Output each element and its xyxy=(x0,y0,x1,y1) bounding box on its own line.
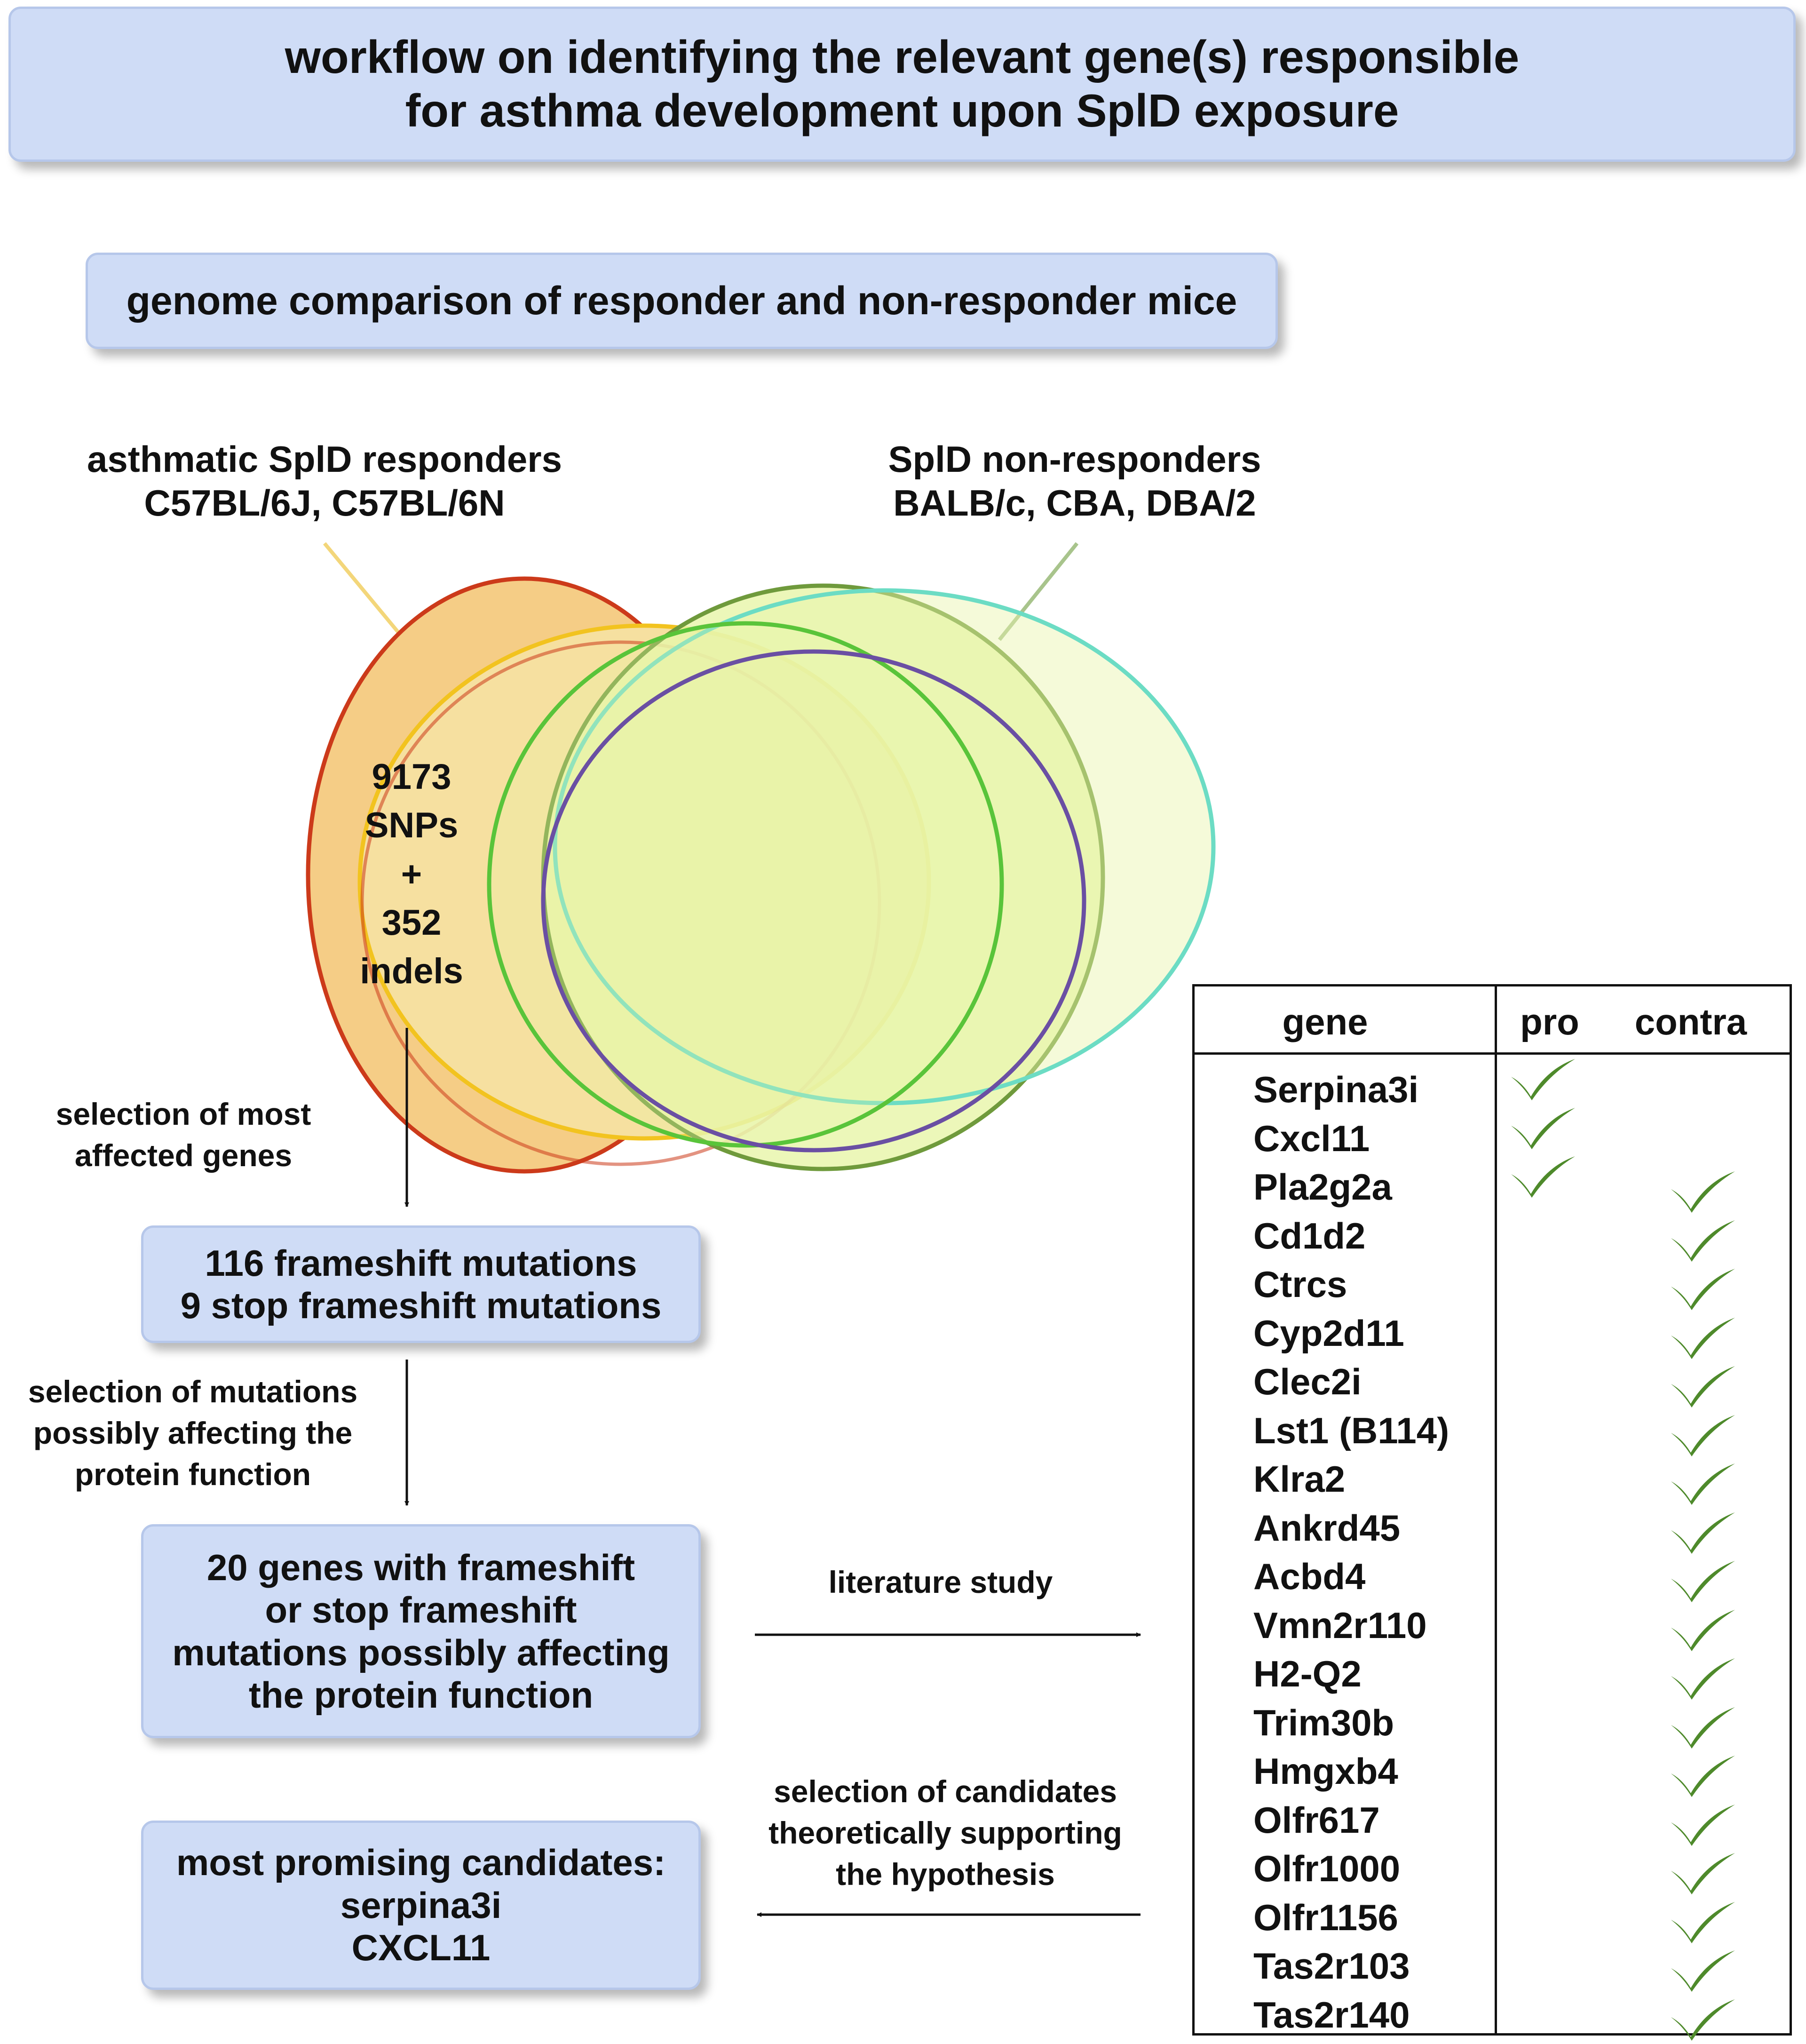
gene-row: Pla2g2a xyxy=(1253,1166,1392,1208)
contra-check-icon xyxy=(1667,1510,1738,1555)
title-box: workflow on identifying the relevant gen… xyxy=(8,7,1796,162)
genes20-line-3: mutations possibly affecting xyxy=(172,1631,670,1673)
step-selection-genes-line-2: affected genes xyxy=(74,1137,293,1173)
snp-word: SNPs xyxy=(364,805,459,846)
contra-check-icon xyxy=(1667,1217,1738,1263)
contra-check-icon xyxy=(1667,1363,1738,1408)
responders-strains: C57BL/6J, C57BL/6N xyxy=(144,482,505,524)
step-selection-mutations-line-2: possibly affecting the xyxy=(33,1415,353,1450)
candidates-line-2: serpina3i xyxy=(340,1884,502,1926)
contra-check-icon xyxy=(1667,1412,1738,1457)
step-selection-mutations: selection of mutations possibly affectin… xyxy=(0,1371,386,1495)
gene-row: Serpina3i xyxy=(1253,1069,1419,1110)
contra-check-icon xyxy=(1667,1607,1738,1652)
non-responders-strains: BALB/c, CBA, DBA/2 xyxy=(893,482,1256,524)
responders-label: asthmatic SplD responders C57BL/6J, C57B… xyxy=(38,437,611,525)
contra-check-icon xyxy=(1667,1996,1738,2042)
title-line-1: workflow on identifying the relevant gen… xyxy=(285,31,1520,83)
contra-check-icon xyxy=(1667,1948,1738,1993)
step-selection-genes-line-1: selection of most xyxy=(55,1097,311,1131)
plus-sign: + xyxy=(401,854,422,894)
contra-check-icon xyxy=(1667,1461,1738,1506)
nonresponder-leader-line xyxy=(998,542,1079,641)
contra-check-icon xyxy=(1667,1558,1738,1603)
gene-row: Trim30b xyxy=(1253,1702,1394,1743)
contra-check-icon xyxy=(1667,1704,1738,1750)
gene-row: Lst1 (B114) xyxy=(1253,1409,1450,1451)
step-selection-candidates-line-1: selection of candidates xyxy=(774,1774,1117,1809)
step-literature-study-text: literature study xyxy=(828,1565,1053,1599)
contra-check-icon xyxy=(1667,1315,1738,1360)
indel-count: 352 xyxy=(381,903,442,943)
gene-row: Cd1d2 xyxy=(1253,1215,1366,1257)
table-header-gene: gene xyxy=(1282,1001,1368,1042)
gene-row: H2-Q2 xyxy=(1253,1653,1362,1694)
gene-row: Cyp2d11 xyxy=(1253,1312,1404,1354)
pro-check-icon xyxy=(1507,1105,1578,1150)
gene-row: Tas2r103 xyxy=(1253,1945,1410,1987)
nonresponder-purple-circle xyxy=(541,649,1086,1153)
non-responders-title: SplD non-responders xyxy=(888,438,1261,480)
frameshift-line-2: 9 stop frameshift mutations xyxy=(180,1285,662,1326)
genes20-line-4: the protein function xyxy=(248,1674,594,1716)
gene-row: Ankrd45 xyxy=(1253,1507,1401,1549)
step-literature-study: literature study xyxy=(729,1562,1152,1603)
contra-check-icon xyxy=(1667,1850,1738,1895)
frameshift-line-1: 116 frameshift mutations xyxy=(205,1242,637,1284)
responder-leader-line xyxy=(323,542,406,641)
nonresponder-green-circle xyxy=(487,621,1004,1148)
candidates-line-3: CXCL11 xyxy=(351,1927,491,1969)
non-responders-label: SplD non-responders BALB/c, CBA, DBA/2 xyxy=(828,437,1322,525)
genome-comparison-box: genome comparison of responder and non-r… xyxy=(86,253,1278,349)
indel-word: indels xyxy=(360,951,463,992)
gene-row: Cxcl11 xyxy=(1253,1117,1370,1159)
table-column-divider xyxy=(1495,986,1497,2033)
gene-row: Tas2r140 xyxy=(1253,1994,1410,2036)
gene-row: Olfr1000 xyxy=(1253,1848,1401,1889)
candidates-line-1: most promising candidates: xyxy=(176,1842,666,1884)
contra-check-icon xyxy=(1667,1899,1738,1944)
step-selection-mutations-line-3: protein function xyxy=(74,1456,311,1492)
contra-check-icon xyxy=(1667,1655,1738,1701)
step-selection-candidates: selection of candidates theoretically su… xyxy=(734,1771,1157,1895)
gene-row: Acbd4 xyxy=(1253,1556,1366,1597)
gene-row: Hmgxb4 xyxy=(1253,1750,1398,1792)
genes20-line-2: or stop frameshift xyxy=(265,1589,577,1631)
step-selection-genes: selection of most affected genes xyxy=(19,1094,348,1177)
table-header-divider xyxy=(1195,1052,1790,1055)
gene-row: Ctrcs xyxy=(1253,1264,1347,1305)
gene-row: Olfr1156 xyxy=(1253,1896,1398,1938)
step-selection-candidates-line-2: theoretically supporting xyxy=(768,1815,1122,1850)
contra-check-icon xyxy=(1667,1753,1738,1798)
genes20-line-1: 20 genes with frameshift xyxy=(206,1546,635,1588)
gene-row: Vmn2r110 xyxy=(1253,1604,1427,1646)
gene-row: Klra2 xyxy=(1253,1458,1346,1500)
table-header-pro: pro xyxy=(1520,1001,1579,1042)
gene-row: Clec2i xyxy=(1253,1361,1362,1402)
table-header-contra: contra xyxy=(1634,1001,1747,1042)
step-selection-mutations-line-1: selection of mutations xyxy=(28,1374,358,1409)
title-line-2: for asthma development upon SplD exposur… xyxy=(405,85,1399,136)
responders-title: asthmatic SplD responders xyxy=(87,438,562,480)
pro-check-icon xyxy=(1507,1056,1578,1101)
contra-check-icon xyxy=(1667,1802,1738,1847)
venn-center-label: 9173 SNPs + 352 indels xyxy=(320,753,503,996)
contra-check-icon xyxy=(1667,1169,1738,1214)
gene-row: Olfr617 xyxy=(1253,1799,1380,1841)
pro-check-icon xyxy=(1507,1153,1578,1199)
snp-count: 9173 xyxy=(372,757,452,797)
candidates-box: most promising candidates: serpina3i CXC… xyxy=(141,1821,701,1990)
genome-comparison-text: genome comparison of responder and non-r… xyxy=(126,278,1237,323)
genes-20-box: 20 genes with frameshift or stop framesh… xyxy=(141,1524,701,1738)
step-selection-candidates-line-3: the hypothesis xyxy=(836,1856,1055,1892)
frameshift-mutations-box: 116 frameshift mutations 9 stop frameshi… xyxy=(141,1225,701,1343)
contra-check-icon xyxy=(1667,1266,1738,1311)
